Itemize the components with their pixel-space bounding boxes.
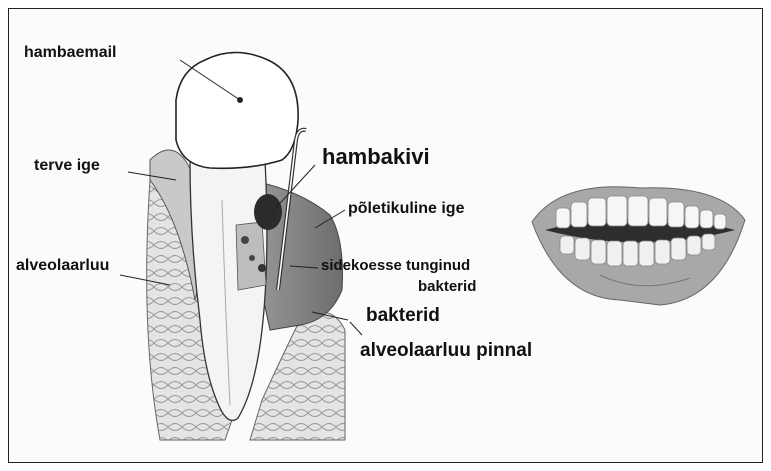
mouth-illustration: [532, 187, 745, 305]
label-tissue-bacteria-line1: sidekoesse tunginud: [321, 258, 470, 273]
right-alveolar-bone: [250, 312, 345, 440]
label-alveolar-bone: alveolaarluu: [16, 258, 109, 274]
label-healthy-gum: terve ige: [34, 158, 100, 174]
tartar: [254, 194, 282, 230]
label-bacteria: bakterid: [366, 306, 440, 325]
label-tissue-bacteria-line2: bakterid: [418, 279, 476, 294]
label-tartar: hambakivi: [322, 146, 430, 168]
label-bone-surface: alveolaarluu pinnal: [360, 341, 532, 360]
label-enamel: hambaemail: [24, 45, 116, 61]
label-inflamed-gum: põletikuline ige: [348, 201, 464, 217]
